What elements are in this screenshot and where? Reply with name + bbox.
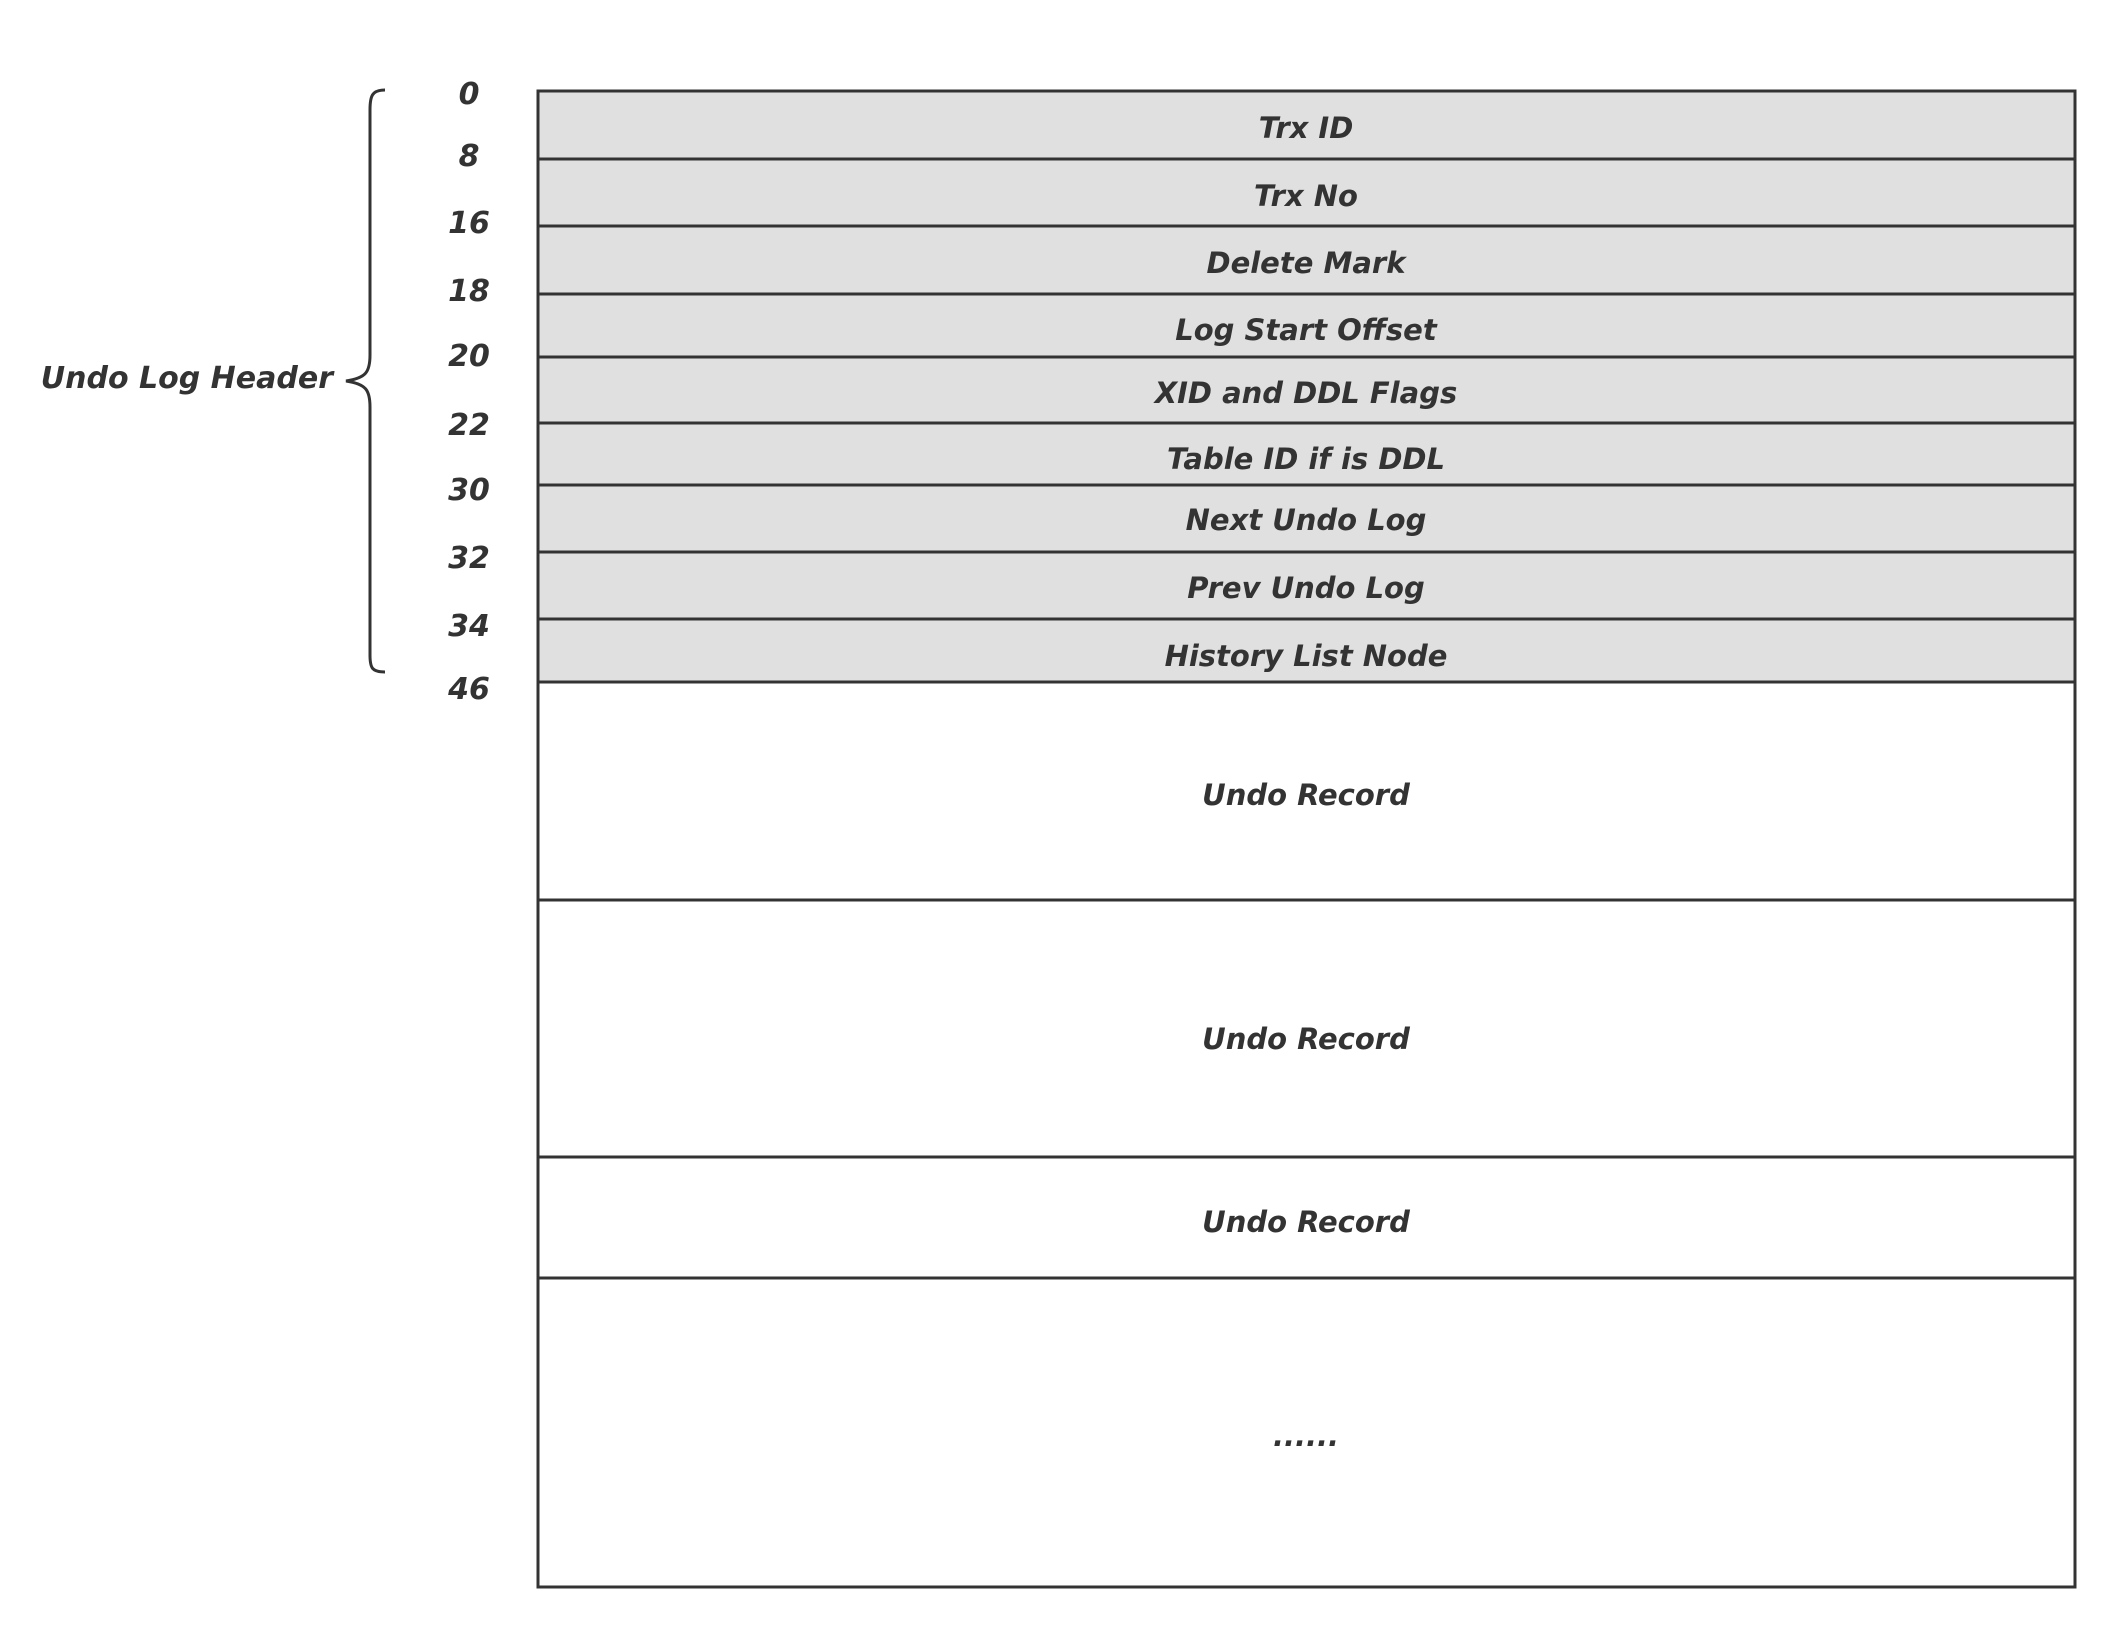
- offset-label: 34: [448, 609, 490, 644]
- offset-label: 18: [448, 274, 490, 309]
- field-history-list-node-label: History List Node: [1165, 639, 1448, 673]
- more-records: [536, 1276, 2077, 1589]
- undo-record: [536, 898, 2077, 1159]
- offset-label: 30: [448, 473, 490, 508]
- field-trx-no-label: Trx No: [1254, 179, 1358, 213]
- field-table-id: [536, 421, 2077, 487]
- undo-records: Undo Record Undo Record Undo Record ....…: [536, 680, 2077, 1589]
- field-xid-ddl-flags-label: XID and DDL Flags: [1153, 376, 1457, 410]
- offset-label: 20: [448, 339, 490, 374]
- field-prev-undo-log: [536, 550, 2077, 621]
- offset-label: 32: [448, 541, 490, 576]
- offset-label: 0: [459, 77, 480, 112]
- offset-label: 8: [459, 139, 480, 174]
- undo-log-header: Trx ID Trx No Delete Mark Log Start Offs…: [536, 89, 2077, 684]
- undo-record-label: Undo Record: [1202, 1205, 1410, 1239]
- header-brace: [345, 88, 386, 674]
- offset-label: 16: [448, 206, 490, 241]
- offset-labels: 0 8 16 18 20 22 30 32 34 46: [447, 77, 490, 707]
- field-next-undo-log-label: Next Undo Log: [1186, 503, 1427, 537]
- field-log-start-offset: [536, 292, 2077, 359]
- field-table-id-label: Table ID if is DDL: [1167, 442, 1445, 476]
- field-log-start-offset-label: Log Start Offset: [1175, 313, 1438, 347]
- field-prev-undo-log-label: Prev Undo Log: [1187, 571, 1424, 605]
- more-records-ellipsis: ......: [1273, 1419, 1339, 1453]
- undo-log-header-label: Undo Log Header: [41, 361, 335, 396]
- field-trx-id: [536, 89, 2077, 161]
- offset-label: 46: [447, 672, 490, 707]
- field-trx-id-label: Trx ID: [1259, 111, 1354, 145]
- field-trx-no: [536, 157, 2077, 228]
- offset-label: 22: [448, 408, 490, 443]
- undo-record-label: Undo Record: [1202, 1022, 1410, 1056]
- field-delete-mark-label: Delete Mark: [1207, 246, 1408, 280]
- undo-record-label: Undo Record: [1202, 778, 1410, 812]
- undo-record: [536, 1155, 2077, 1280]
- undo-record: [536, 680, 2077, 902]
